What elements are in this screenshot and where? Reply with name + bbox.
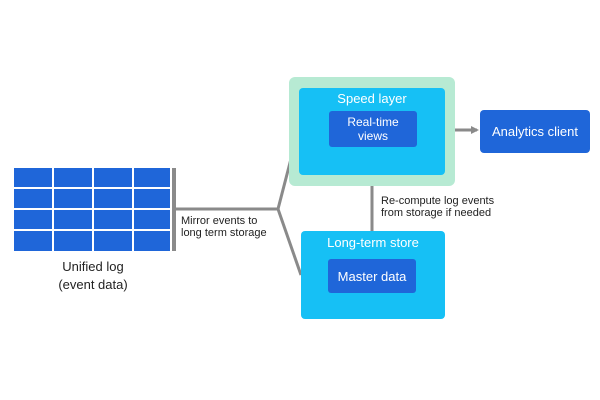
master-data-box: Master data — [328, 259, 416, 293]
log-cell — [54, 189, 92, 208]
log-end-bar — [172, 168, 176, 251]
log-cell — [54, 168, 92, 187]
master-data-label: Master data — [337, 268, 407, 284]
log-cell — [14, 168, 52, 187]
realtime-views-box: Real-time views — [329, 111, 417, 147]
log-cell — [54, 210, 92, 229]
log-cell — [134, 231, 170, 251]
log-cell — [14, 210, 52, 229]
log-cell — [134, 210, 170, 229]
analytics-client-box: Analytics client — [480, 110, 590, 153]
log-cell — [94, 168, 132, 187]
log-cell — [134, 168, 170, 187]
log-cell — [94, 231, 132, 251]
mirror-events-label: Mirror events to long term storage — [181, 215, 267, 239]
log-cell — [94, 189, 132, 208]
unified-log-grid — [14, 168, 170, 251]
recompute-label: Re-compute log events from storage if ne… — [381, 195, 494, 219]
unified-log-title: Unified log — [62, 259, 124, 274]
log-cell — [94, 210, 132, 229]
realtime-views-line1: Real-time — [347, 115, 399, 129]
log-cell — [14, 189, 52, 208]
unified-log-caption: Unified log (event data) — [38, 258, 148, 294]
recompute-line2: from storage if needed — [381, 207, 492, 219]
long-term-store-title: Long-term store — [327, 235, 419, 250]
fork-connector — [176, 127, 303, 276]
log-cell — [14, 231, 52, 251]
mirror-events-line2: long term storage — [181, 227, 267, 239]
mirror-events-line1: Mirror events to — [181, 215, 258, 227]
realtime-views-line2: views — [357, 129, 388, 143]
analytics-client-label: Analytics client — [492, 124, 578, 139]
recompute-line1: Re-compute log events — [381, 195, 495, 207]
log-cell — [134, 189, 170, 208]
speed-layer-title: Speed layer — [337, 91, 407, 106]
log-cell — [54, 231, 92, 251]
unified-log-subtitle: (event data) — [58, 277, 128, 292]
